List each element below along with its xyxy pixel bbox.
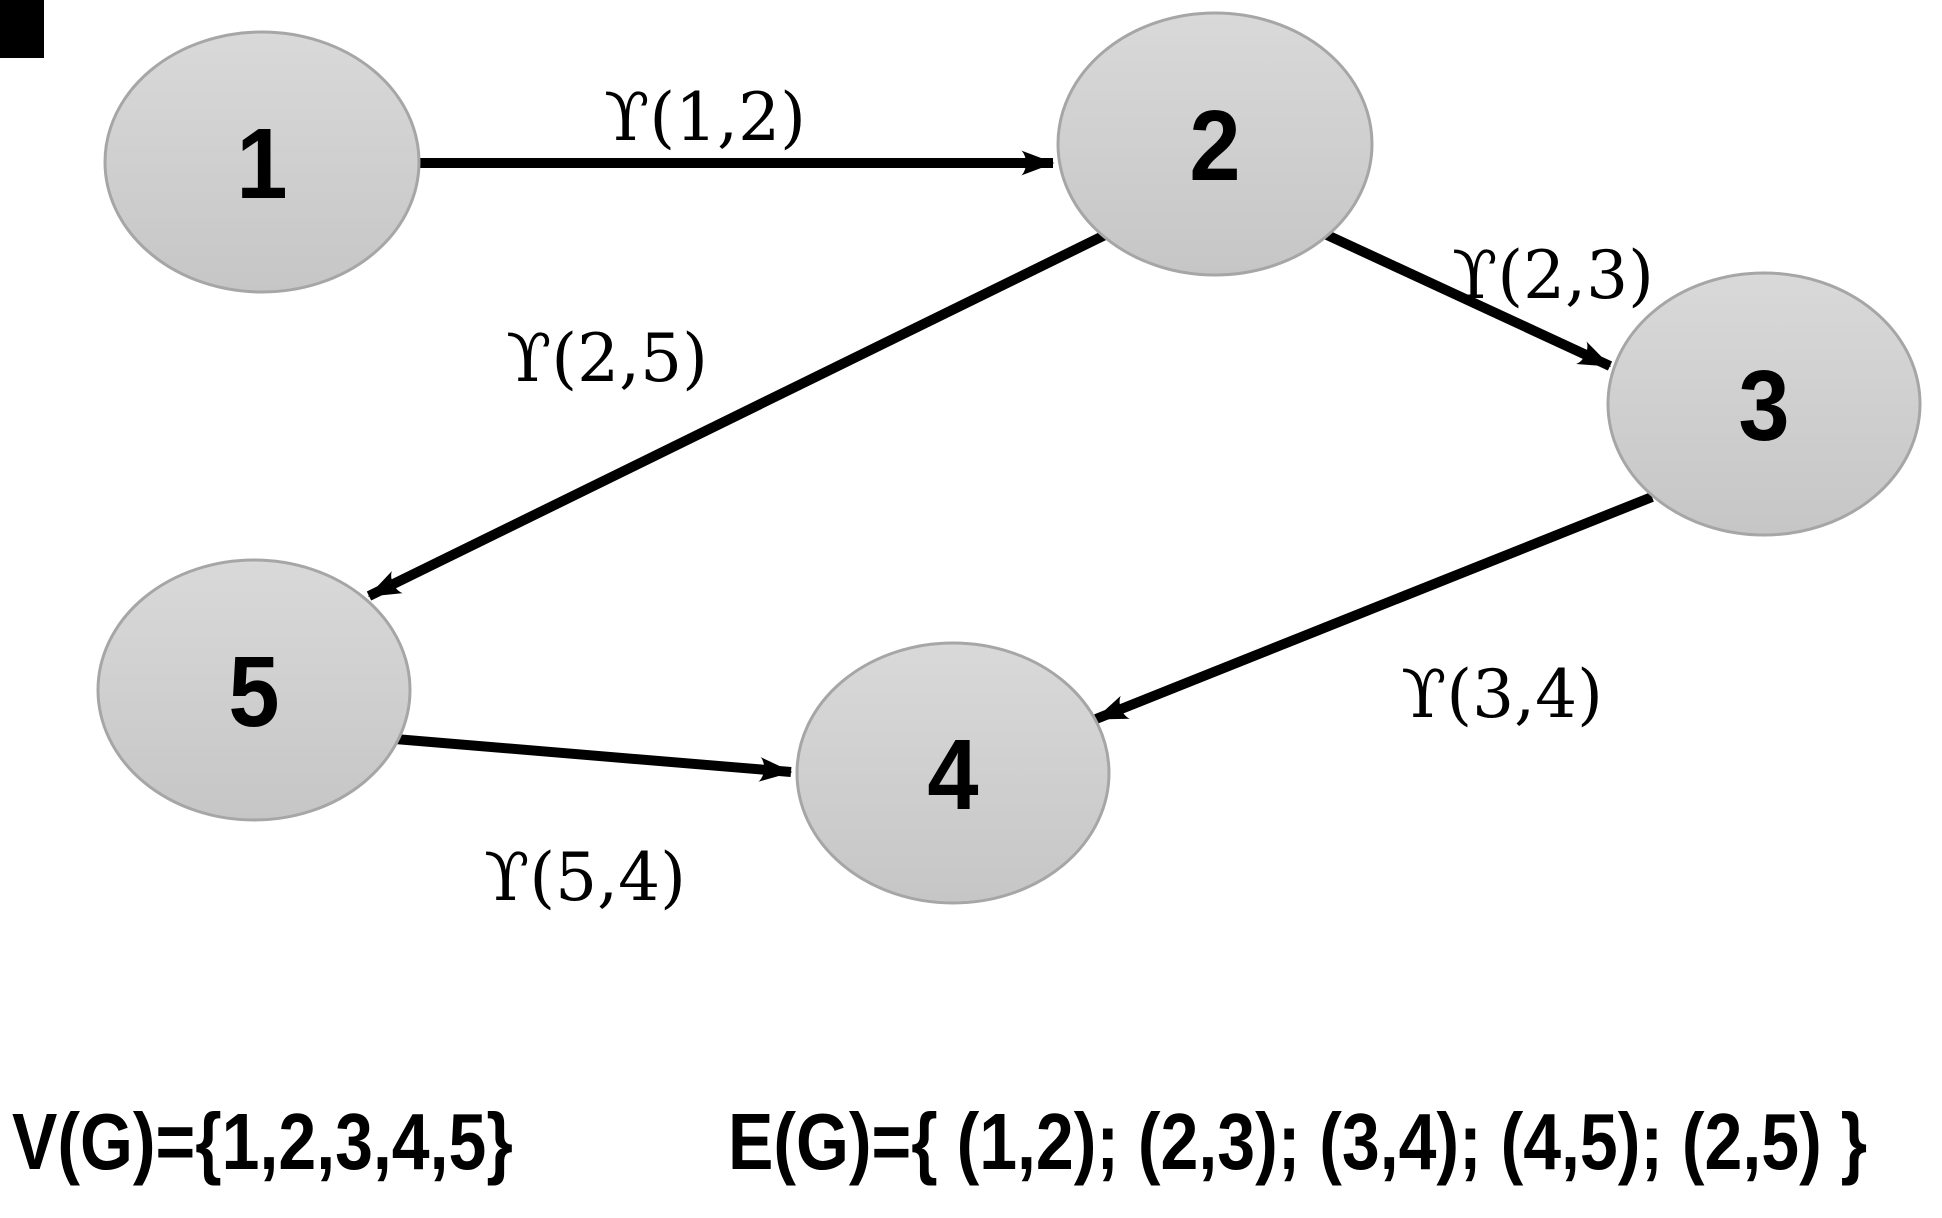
footer: V(G)={1,2,3,4,5} E(G)={ (1,2); (2,3); (3… xyxy=(12,1097,1867,1186)
nodes: 1 2 3 4 5 xyxy=(96,11,1922,905)
node-2: 2 xyxy=(1056,11,1374,277)
node-4: 4 xyxy=(795,641,1111,905)
node-5-label: 5 xyxy=(228,636,279,747)
edge-labels: ϒ(1,2) ϒ(2,3) ϒ(2,5) ϒ(3,4) ϒ(5,4) xyxy=(484,79,1654,916)
edge-2-3 xyxy=(1324,230,1613,371)
node-2-label: 2 xyxy=(1189,90,1240,201)
edge-3-4 xyxy=(1094,492,1654,724)
edge-label-1-2: ϒ(1,2) xyxy=(604,79,806,156)
node-3-label: 3 xyxy=(1738,350,1789,461)
vertex-set-text: V(G)={1,2,3,4,5} xyxy=(12,1097,513,1186)
edge-label-2-3: ϒ(2,3) xyxy=(1452,237,1654,314)
edge-label-5-4: ϒ(5,4) xyxy=(484,839,686,916)
node-5: 5 xyxy=(96,558,412,822)
node-4-label: 4 xyxy=(927,719,978,830)
node-2-shape xyxy=(1056,11,1374,277)
node-1-shape xyxy=(103,30,421,294)
node-3: 3 xyxy=(1606,271,1922,537)
edge-2-5 xyxy=(366,230,1108,601)
node-1: 1 xyxy=(103,30,421,294)
edge-label-3-4: ϒ(3,4) xyxy=(1401,656,1603,733)
node-5-shape xyxy=(96,558,412,822)
edge-5-4 xyxy=(394,734,793,782)
corner-mark xyxy=(0,0,44,58)
edge-label-2-5: ϒ(2,5) xyxy=(506,320,708,397)
node-1-label: 1 xyxy=(236,108,287,219)
node-4-shape xyxy=(795,641,1111,905)
edge-set-text: E(G)={ (1,2); (2,3); (3,4); (4,5); (2,5)… xyxy=(728,1097,1867,1186)
edges xyxy=(366,150,1654,782)
node-3-shape xyxy=(1606,271,1922,537)
